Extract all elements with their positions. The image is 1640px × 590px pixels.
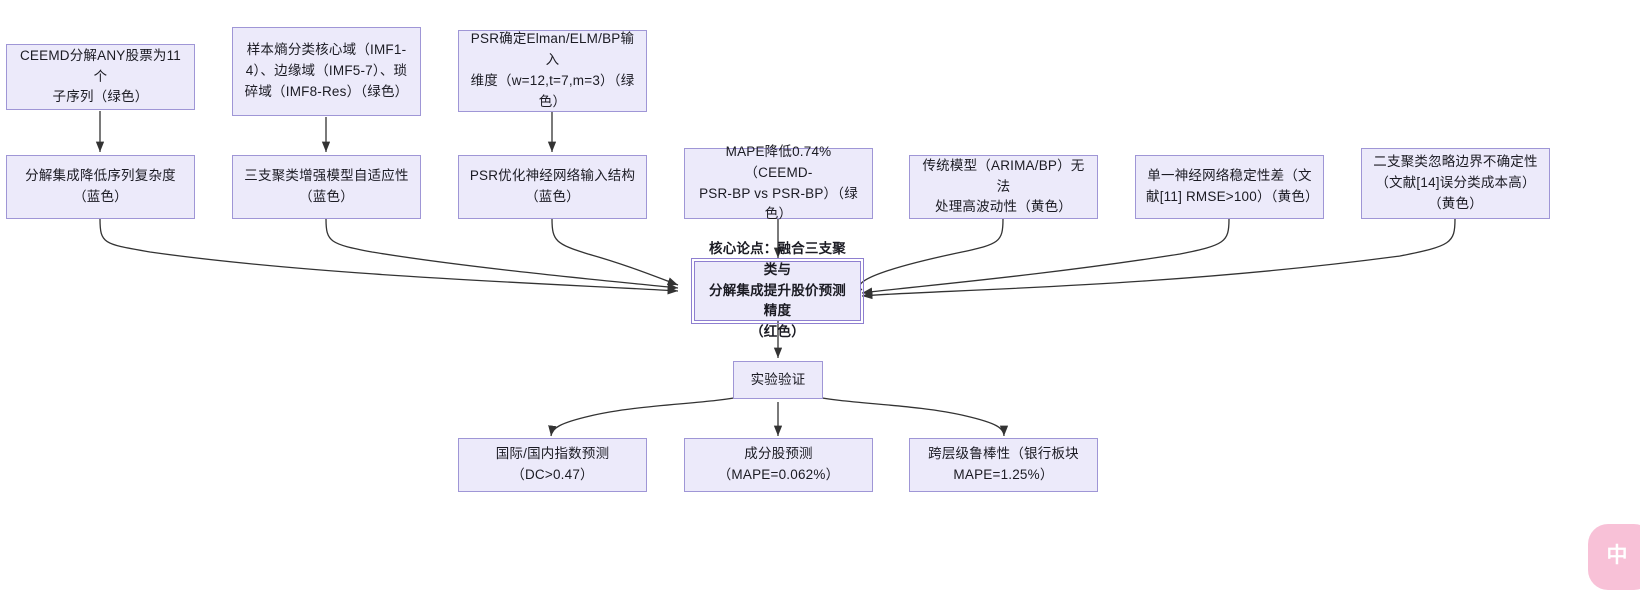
edge-n10-core [861, 218, 1456, 300]
node-label: 成分股预测 （MAPE=0.062%） [717, 446, 840, 482]
node-core-claim[interactable]: 核心论点：融合三支聚类与 分解集成提升股价预测精度 （红色） [691, 241, 864, 339]
node-three-way-clustering-adaptivity[interactable]: 三支聚类增强模型自适应性 （蓝色） [232, 155, 421, 219]
node-sample-entropy-classification[interactable]: 样本熵分类核心域（IMF1- 4）、边缘域（IMF5-7）、琐 碎域（IMF8-… [232, 27, 421, 116]
node-cross-level-robustness-result[interactable]: 跨层级鲁棒性（银行板块 MAPE=1.25%） [909, 438, 1098, 492]
node-label: 样本熵分类核心域（IMF1- 4）、边缘域（IMF5-7）、琐 碎域（IMF8-… [244, 42, 409, 99]
edge-n9-core [861, 218, 1230, 296]
node-label: PSR优化神经网络输入结构 （蓝色） [469, 168, 636, 204]
edge-n4-core [99, 218, 679, 295]
edge-exp-r3 [811, 395, 1009, 437]
watermark-label: 中 [1606, 543, 1628, 567]
edge-n8-core [851, 218, 1004, 291]
node-traditional-model-limitation[interactable]: 传统模型（ARIMA/BP）无法 处理高波动性（黄色） [909, 155, 1098, 219]
node-label: PSR确定Elman/ELM/BP输入 维度（w=12,t=7,m=3）（绿 色… [470, 31, 635, 109]
node-psr-input-dimension[interactable]: PSR确定Elman/ELM/BP输入 维度（w=12,t=7,m=3）（绿 色… [458, 30, 647, 112]
edge-exp-r1 [548, 395, 745, 437]
node-label: 实验验证 [750, 371, 806, 387]
node-experimental-validation[interactable]: 实验验证 [733, 361, 823, 399]
node-single-network-instability[interactable]: 单一神经网络稳定性差（文 献[11] RMSE>100）（黄色） [1135, 155, 1324, 219]
node-label: CEEMD分解ANY股票为11个 子序列（绿色） [19, 47, 182, 105]
flowchart-canvas: CEEMD分解ANY股票为11个 子序列（绿色） 样本熵分类核心域（IMF1- … [6, 27, 1640, 590]
node-label: 三支聚类增强模型自适应性 （蓝色） [244, 168, 409, 204]
node-label: 国际/国内指数预测 （DC>0.47） [495, 446, 610, 482]
watermark-badge: 中 [1588, 524, 1640, 590]
node-label: 传统模型（ARIMA/BP）无法 处理高波动性（黄色） [922, 157, 1085, 215]
node-label: 跨层级鲁棒性（银行板块 MAPE=1.25%） [928, 446, 1079, 482]
node-label: 单一神经网络稳定性差（文 献[11] RMSE>100）（黄色） [1146, 168, 1319, 204]
node-constituent-stock-result[interactable]: 成分股预测 （MAPE=0.062%） [684, 438, 873, 492]
node-label: 核心论点：融合三支聚类与 分解集成提升股价预测精度 （红色） [709, 240, 846, 340]
node-label: MAPE降低0.74%（CEEMD- PSR-BP vs PSR-BP）（绿 色… [699, 143, 858, 222]
edge-n6-core [551, 218, 679, 286]
node-label: 二支聚类忽略边界不确定性 （文献[14]误分类成本高） （黄色） [1373, 154, 1538, 211]
node-decomposition-reduces-complexity[interactable]: 分解集成降低序列复杂度 （蓝色） [6, 155, 195, 219]
node-ceemd-decomposition[interactable]: CEEMD分解ANY股票为11个 子序列（绿色） [6, 44, 195, 110]
node-psr-optimizes-network-input[interactable]: PSR优化神经网络输入结构 （蓝色） [458, 155, 647, 219]
node-mape-improvement[interactable]: MAPE降低0.74%（CEEMD- PSR-BP vs PSR-BP）（绿 色… [684, 144, 873, 221]
node-label: 分解集成降低序列复杂度 （蓝色） [25, 168, 176, 204]
edge-n5-core [325, 218, 679, 292]
node-two-way-clustering-limitation[interactable]: 二支聚类忽略边界不确定性 （文献[14]误分类成本高） （黄色） [1361, 148, 1550, 219]
node-index-forecast-result[interactable]: 国际/国内指数预测 （DC>0.47） [458, 438, 647, 492]
